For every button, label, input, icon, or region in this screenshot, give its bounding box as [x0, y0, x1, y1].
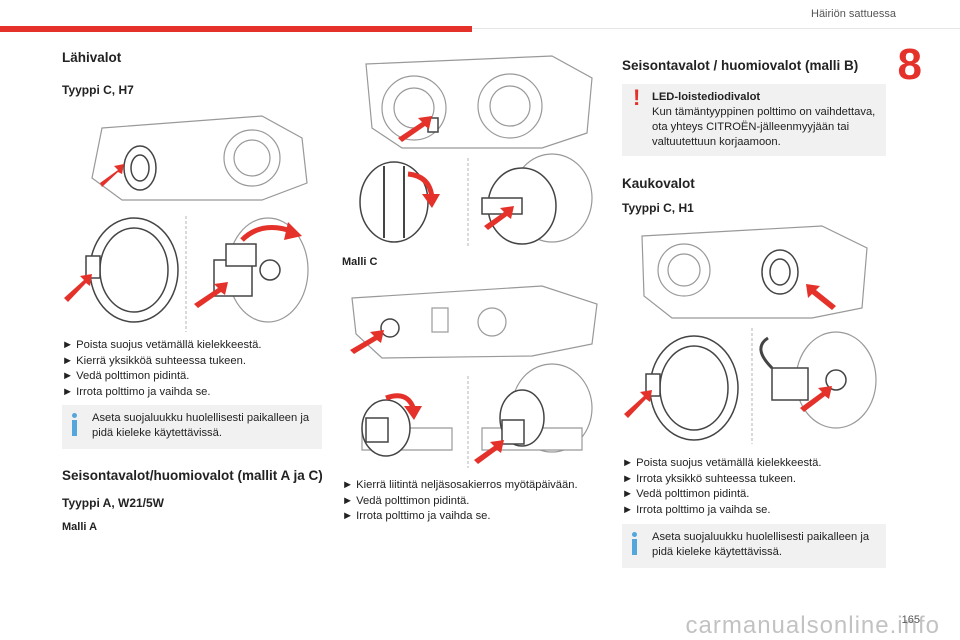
red-arrow-icon — [100, 164, 124, 187]
socket-pull-drawing — [481, 153, 593, 245]
left-steps-list: ► Poista suojus vetämällä kielekkeestä. … — [62, 338, 324, 400]
left-section2-type: Tyyppi A, W21/5W — [62, 496, 165, 510]
connector-pull-drawing — [481, 363, 593, 453]
cover-drawing — [85, 217, 179, 323]
red-arrow-icon — [806, 284, 836, 310]
list-item: ► Irrota polttimo ja vaihda se. — [622, 503, 771, 516]
low-beam-illustration — [64, 115, 309, 332]
right-steps-list: ► Poista suojus vetämällä kielekkeestä. … — [622, 456, 886, 518]
red-arrow-icon — [194, 282, 228, 308]
list-item: ► Kierrä yksikköä suhteessa tukeen. — [62, 354, 246, 367]
info-icon — [72, 413, 77, 436]
page-number: 165 — [901, 614, 920, 626]
high-beam-illustration — [624, 225, 877, 444]
red-arrow-icon — [284, 222, 302, 240]
red-arrow-icon — [350, 330, 384, 354]
left-title: Lähivalot — [62, 50, 122, 65]
list-item: ► Irrota polttimo ja vaihda se. — [342, 510, 491, 522]
bulb-holder-drawing — [213, 217, 309, 323]
list-item: ► Poista suojus vetämällä kielekkeestä. — [622, 457, 822, 469]
model-c-label: Malli C — [342, 256, 378, 268]
high-beam-title: Kaukovalot — [622, 176, 695, 191]
warning-text: Kun tämäntyyppinen polttimo on vaihdetta… — [652, 106, 876, 148]
chapter-number: 8 — [897, 40, 922, 89]
info-icon — [632, 532, 637, 555]
cover-right-drawing — [645, 335, 739, 441]
led-warning-box: ! LED-loistediodivalot Kun tämäntyyppine… — [622, 84, 886, 156]
red-arrow-icon — [64, 274, 92, 302]
socket-cap-drawing — [359, 161, 429, 243]
red-arrow-icon — [624, 390, 652, 418]
model-a-illustration — [359, 55, 593, 248]
list-item: ► Irrota polttimo ja vaihda se. — [62, 385, 211, 398]
headlight-drawing — [91, 115, 308, 201]
warning-icon: ! — [633, 85, 641, 110]
red-arrow-icon — [800, 386, 832, 412]
list-item: ► Vedä polttimon pidintä. — [62, 370, 190, 382]
red-arrow-icon — [398, 116, 432, 142]
left-type-label: Tyyppi C, H7 — [62, 83, 134, 97]
left-section2-title: Seisontavalot/huomiovalot (mallit A ja C… — [62, 468, 323, 483]
header-rule — [0, 28, 960, 29]
high-beam-type: Tyyppi C, H1 — [622, 201, 694, 215]
right-info-box: Aseta suojaluukku huolellisesti paikalle… — [622, 524, 886, 568]
red-arrow-icon — [484, 206, 514, 230]
headlight-c-drawing — [351, 285, 598, 359]
left-section2: Seisontavalot/huomiovalot (mallit A ja C… — [62, 467, 324, 533]
info-text: Aseta suojaluukku huolellisesti paikalle… — [92, 412, 310, 439]
list-item: ► Poista suojus vetämällä kielekkeestä. — [62, 339, 262, 351]
list-item: ► Kierrä liitintä neljäsosakierros myötä… — [342, 479, 578, 491]
red-arrow-icon — [422, 194, 440, 208]
red-arrow-icon — [404, 406, 422, 420]
info-text: Aseta suojaluukku huolellisesti paikalle… — [652, 531, 870, 558]
watermark: carmanualsonline.info — [685, 612, 940, 639]
right-title: Seisontavalot / huomiovalot (malli B) — [622, 58, 859, 73]
red-arrow-icon — [474, 440, 504, 464]
headlight-top-drawing — [365, 55, 593, 149]
model-c-illustration — [350, 285, 598, 468]
connector-drawing — [361, 399, 453, 457]
list-item: ► Irrota yksikkö suhteessa tukeen. — [622, 472, 796, 485]
h1-holder-drawing — [759, 331, 877, 429]
list-item: ► Vedä polttimon pidintä. — [342, 494, 470, 507]
model-a-label: Malli A — [62, 521, 98, 533]
header-red-bar — [0, 26, 472, 32]
left-column: Lähivalot Tyyppi C, H7 — [62, 50, 322, 97]
middle-steps-list: ► Kierrä liitintä neljäsosakierros myötä… — [342, 478, 604, 525]
list-item: ► Vedä polttimon pidintä. — [622, 488, 750, 500]
section-title: Häiriön sattuessa — [811, 8, 896, 20]
left-info-box: Aseta suojaluukku huolellisesti paikalle… — [62, 405, 322, 449]
warning-title: LED-loistediodivalot — [652, 91, 761, 103]
